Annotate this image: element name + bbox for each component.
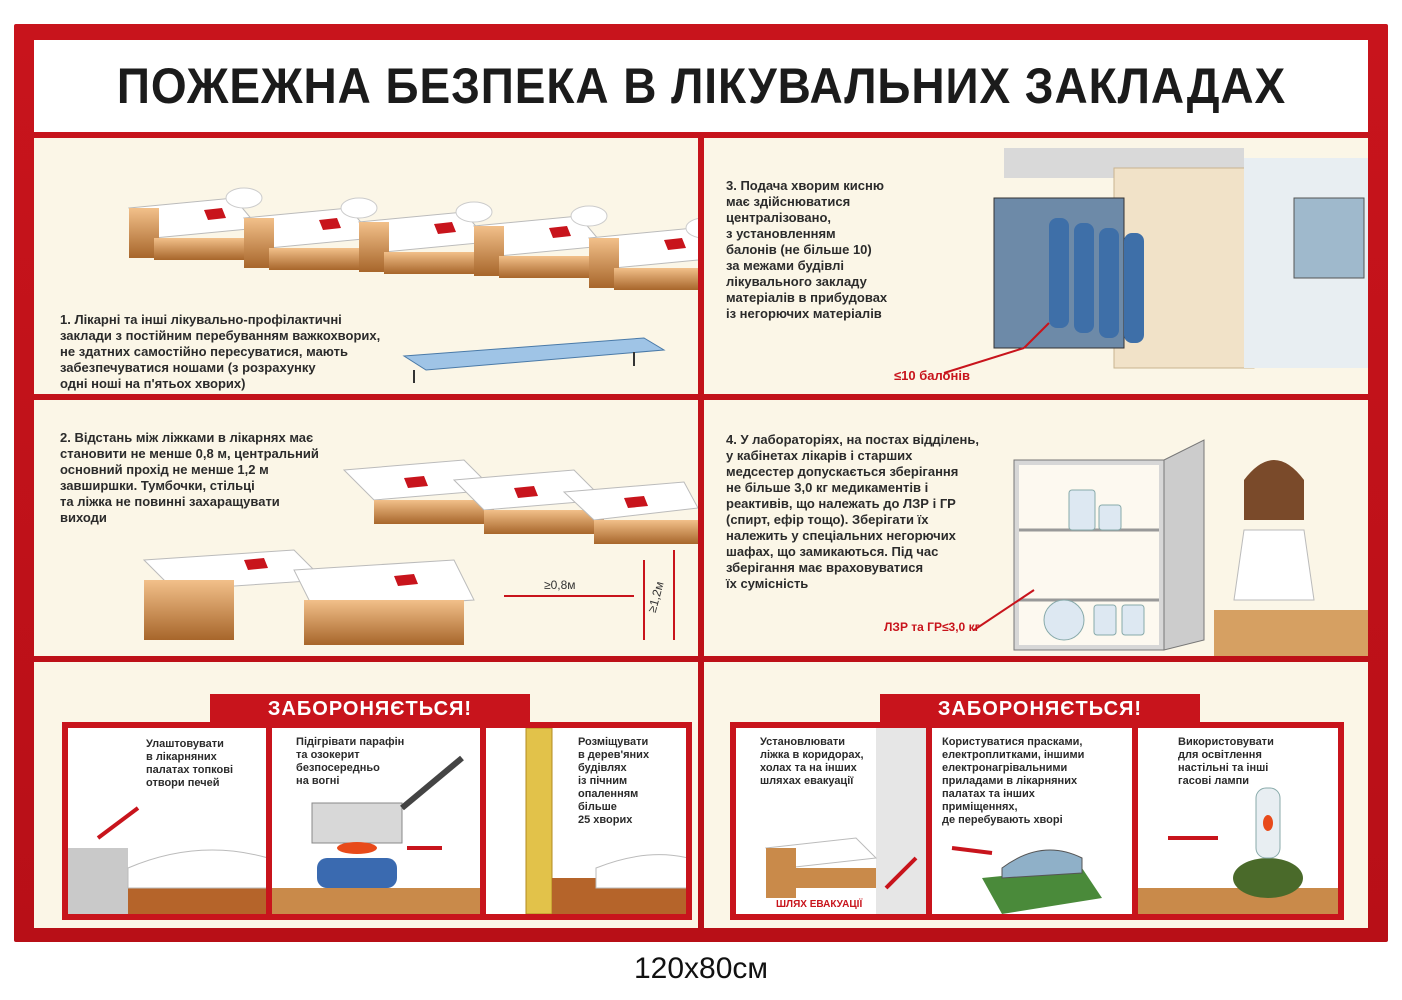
prohibit-beds-in-corridors-text: Установлювати ліжка в коридорах, холах т… <box>760 736 864 787</box>
panel-oxygen: 3. Подача хворим кисню має здійснюватися… <box>704 138 1368 394</box>
panel-stretchers-text: 1. Лікарні та інші лікувально-профілакти… <box>60 312 381 391</box>
poster-title: ПОЖЕЖНА БЕЗПЕКА В ЛІКУВАЛЬНИХ ЗАКЛАДАХ <box>116 58 1286 114</box>
lab-cabinet-illustration <box>973 439 1368 656</box>
prohibit-stove-openings: Улаштовувати в лікарняних палатах топков… <box>68 728 267 914</box>
prohibit-heating-paraffin-text: Підігрівати парафін та озокерит безпосер… <box>296 736 405 787</box>
panel-oxygen-text: 3. Подача хворим кисню має здійснюватися… <box>726 178 888 321</box>
title-box: ПОЖЕЖНА БЕЗПЕКА В ЛІКУВАЛЬНИХ ЗАКЛАДАХ <box>34 40 1368 132</box>
panel-prohibitions-left: ЗАБОРОНЯЄТЬСЯ! Улаштовувати в лікарняних… <box>34 662 698 928</box>
prohibit-beds-in-corridors: Установлювати ліжка в коридорах, холах т… <box>736 728 926 914</box>
stove-illustration <box>68 806 267 914</box>
poster-size-label: 120x80см <box>633 952 769 985</box>
panel-bed-distance: 2. Відстань між ліжками в лікарнях має с… <box>34 400 698 656</box>
prohibit-heating-paraffin: Підігрівати парафін та озокерит безпосер… <box>272 728 480 914</box>
burner-pot-illustration <box>272 755 480 914</box>
prohibit-wooden-buildings: Розміщувати в дерев'яних будівлях із піч… <box>485 728 686 914</box>
iron-illustration <box>951 846 1102 914</box>
wooden-wall-illustration <box>525 728 686 914</box>
prohibited-heading-right: ЗАБОРОНЯЄТЬСЯ! <box>880 694 1200 724</box>
prohibit-stove-openings-text: Улаштовувати в лікарняних палатах топков… <box>146 738 234 789</box>
prohibited-frame-left: Улаштовувати в лікарняних палатах топков… <box>62 722 692 920</box>
prohibited-heading-left: ЗАБОРОНЯЄТЬСЯ! <box>210 694 530 724</box>
panel-stretchers: 1. Лікарні та інші лікувально-профілакти… <box>34 138 698 394</box>
corridor-bed-illustration <box>764 728 926 914</box>
prohibit-kerosene-lamps: Використовувати для освітлення настільні… <box>1138 728 1338 914</box>
stretcher-illustration <box>402 337 666 383</box>
evacuation-route-label: ШЛЯХ ЕВАКУАЦІЇ <box>776 899 863 910</box>
kerosene-lamp-illustration <box>1138 787 1338 914</box>
prohibit-kerosene-lamps-text: Використовувати для освітлення настільні… <box>1178 736 1274 787</box>
bed-gap-label: ≥0,8м <box>544 578 576 592</box>
prohibit-electric-heaters-text: Користуватися прасками, електроплитками,… <box>942 736 1085 826</box>
panel-bed-distance-text: 2. Відстань між ліжками в лікарнях має с… <box>60 430 319 525</box>
prohibited-frame-right: Установлювати ліжка в коридорах, холах т… <box>730 722 1344 920</box>
ward-beds-illustration <box>142 459 698 645</box>
cylinders-limit-label: ≤10 балонів <box>894 368 970 383</box>
poster-frame: ПОЖЕЖНА БЕЗПЕКА В ЛІКУВАЛЬНИХ ЗАКЛАДАХ <box>14 24 1388 942</box>
prohibit-electric-heaters: Користуватися прасками, електроплитками,… <box>932 728 1132 914</box>
oxygen-cylinders-illustration <box>943 148 1368 374</box>
flammable-limit-label: ЛЗР та ГР≤3,0 кг <box>884 620 980 634</box>
panel-prohibitions-right: ЗАБОРОНЯЄТЬСЯ! Установлювати ліжка в кор… <box>704 662 1368 928</box>
prohibit-wooden-buildings-text: Розміщувати в дерев'яних будівлях із піч… <box>577 736 650 826</box>
beds-illustration <box>128 187 698 383</box>
panel-laboratory: 4. У лабораторіях, на постах відділень, … <box>704 400 1368 656</box>
panel-laboratory-text: 4. У лабораторіях, на постах відділень, … <box>726 432 979 591</box>
